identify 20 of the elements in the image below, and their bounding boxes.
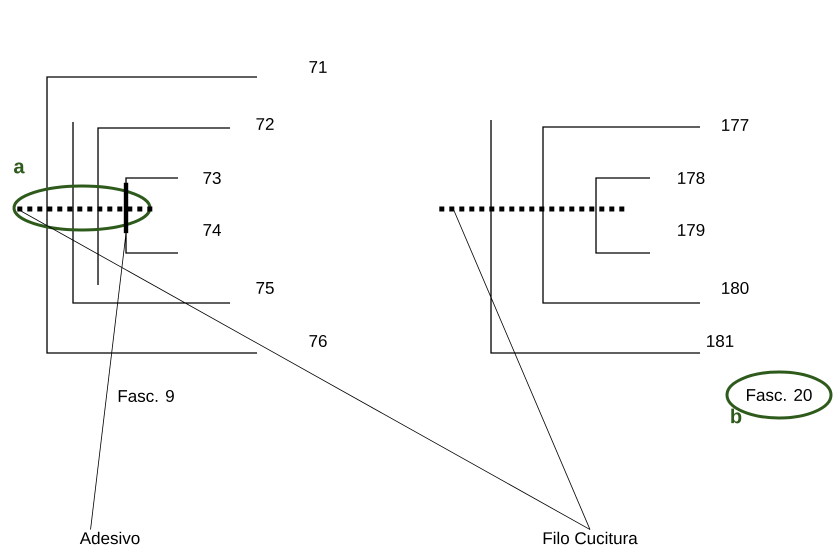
panel-letter: a — [14, 162, 25, 174]
number-label: 71 — [309, 61, 327, 73]
number-label: 75 — [256, 282, 274, 294]
number-label: 179 — [678, 224, 704, 236]
callout-text: Adesivo — [80, 532, 140, 544]
leader-line — [452, 208, 590, 530]
number-label: 181 — [707, 334, 734, 347]
leader-line — [90, 232, 126, 530]
number-label: 180 — [722, 282, 749, 294]
number-label: 72 — [256, 118, 274, 130]
sewing-thread-line — [17, 206, 155, 212]
number-label: 73 — [203, 172, 221, 184]
number-label: 76 — [309, 334, 327, 347]
number-label: 177 — [722, 119, 748, 131]
number-label: 74 — [203, 224, 221, 236]
callout-text: Filo Cucitura — [544, 532, 638, 544]
number-label: Fasc. 9 — [118, 390, 174, 402]
adhesive-bar — [124, 182, 128, 234]
number-label: 178 — [678, 172, 704, 184]
sewing-thread-line — [439, 206, 625, 212]
